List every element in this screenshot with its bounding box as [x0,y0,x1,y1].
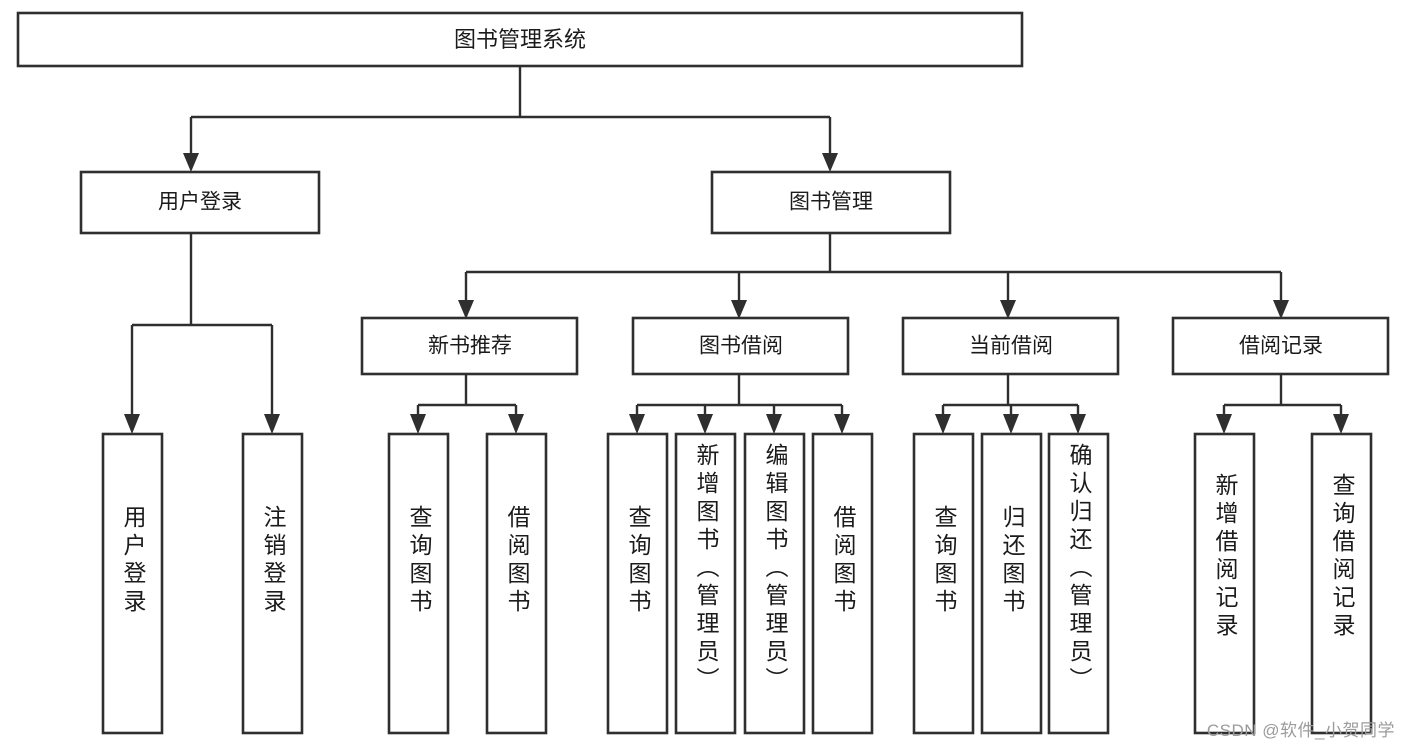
node-new-book-recommend[interactable]: 新书推荐 [360,316,579,376]
node-user-login-label: 用户登录 [158,191,242,214]
node-current-borrow[interactable]: 当前借阅 [901,316,1120,376]
node-new-book-recommend-label: 新书推荐 [428,335,512,358]
arrow-head-leaf-user-login-1 [124,414,140,434]
node-borrow-record[interactable]: 借阅记录 [1171,316,1390,376]
connector-group-new-book [410,374,524,434]
arrow-head-new-book [458,300,474,319]
arrow-head-leaf-new-book-1 [410,414,426,434]
node-root[interactable]: 图书管理系统 [16,11,1024,68]
connector-group-book-mgmt [458,233,1289,319]
leaf-box-book-borrow-3[interactable] [743,432,806,735]
node-book-borrow[interactable]: 图书借阅 [631,316,850,376]
node-borrow-record-label: 借阅记录 [1239,335,1323,358]
leaf-boxes-new-book-recommend [387,432,548,735]
connector-group-user-login [124,233,280,434]
connector-group-borrow-record [1216,374,1349,434]
arrow-head-current-borrow [1000,300,1016,319]
arrow-head-leaf-user-login-2 [264,414,280,434]
arrow-head-book-mgmt [822,153,838,172]
arrow-head-leaf-book-borrow-3 [766,414,782,434]
arrow-head-leaf-current-borrow-2 [1003,414,1019,434]
node-book-management[interactable]: 图书管理 [710,170,952,235]
arrow-head-leaf-borrow-record-1 [1216,414,1232,434]
leaf-box-book-borrow-1[interactable] [606,432,669,735]
leaf-boxes-borrow-record [1193,432,1373,735]
arrow-head-leaf-current-borrow-1 [935,414,951,434]
node-current-borrow-label: 当前借阅 [969,335,1053,358]
node-root-label: 图书管理系统 [454,27,586,52]
leaf-box-user-login-2[interactable] [241,432,304,735]
connector-group-current-borrow [935,374,1086,434]
node-user-login[interactable]: 用户登录 [79,170,321,235]
leaf-box-new-book-2[interactable] [485,432,548,735]
leaf-boxes-book-borrow [606,432,874,735]
arrow-head-borrow-record [1273,300,1289,319]
arrow-head-leaf-book-borrow-1 [629,414,645,434]
node-book-management-label: 图书管理 [789,191,873,214]
node-current-borrow-box[interactable] [901,316,1120,376]
node-new-book-recommend-box[interactable] [360,316,579,376]
leaf-box-book-borrow-2[interactable] [674,432,737,735]
leaf-boxes-current-borrow [912,432,1110,735]
arrow-head-leaf-book-borrow-4 [834,414,850,434]
leaf-box-current-borrow-2[interactable] [980,432,1043,735]
leaf-boxes-user-login [101,432,304,735]
arrow-head-leaf-borrow-record-2 [1333,414,1349,434]
leaf-box-borrow-record-1[interactable] [1193,432,1256,735]
node-book-management-box[interactable] [710,170,952,235]
leaf-box-book-borrow-4[interactable] [811,432,874,735]
arrow-head-leaf-book-borrow-2 [697,414,713,434]
connector-group-root [183,66,838,172]
leaf-box-current-borrow-1[interactable] [912,432,975,735]
connector-group-book-borrow [629,374,850,434]
node-root-box[interactable] [16,11,1024,68]
node-user-login-box[interactable] [79,170,321,235]
arrow-head-user-login [183,153,199,172]
node-book-borrow-box[interactable] [631,316,850,376]
node-book-borrow-label: 图书借阅 [699,335,783,358]
arrow-head-leaf-new-book-2 [508,414,524,434]
csdn-watermark: CSDN @软件_小贺同学 [1206,721,1395,740]
leaf-box-borrow-record-2[interactable] [1310,432,1373,735]
leaf-box-user-login-1[interactable] [101,432,164,735]
leaf-box-new-book-1[interactable] [387,432,450,735]
node-borrow-record-box[interactable] [1171,316,1390,376]
arrow-head-leaf-current-borrow-3 [1070,414,1086,434]
arrow-head-book-borrow [731,300,747,319]
leaf-box-current-borrow-3[interactable] [1047,432,1110,735]
